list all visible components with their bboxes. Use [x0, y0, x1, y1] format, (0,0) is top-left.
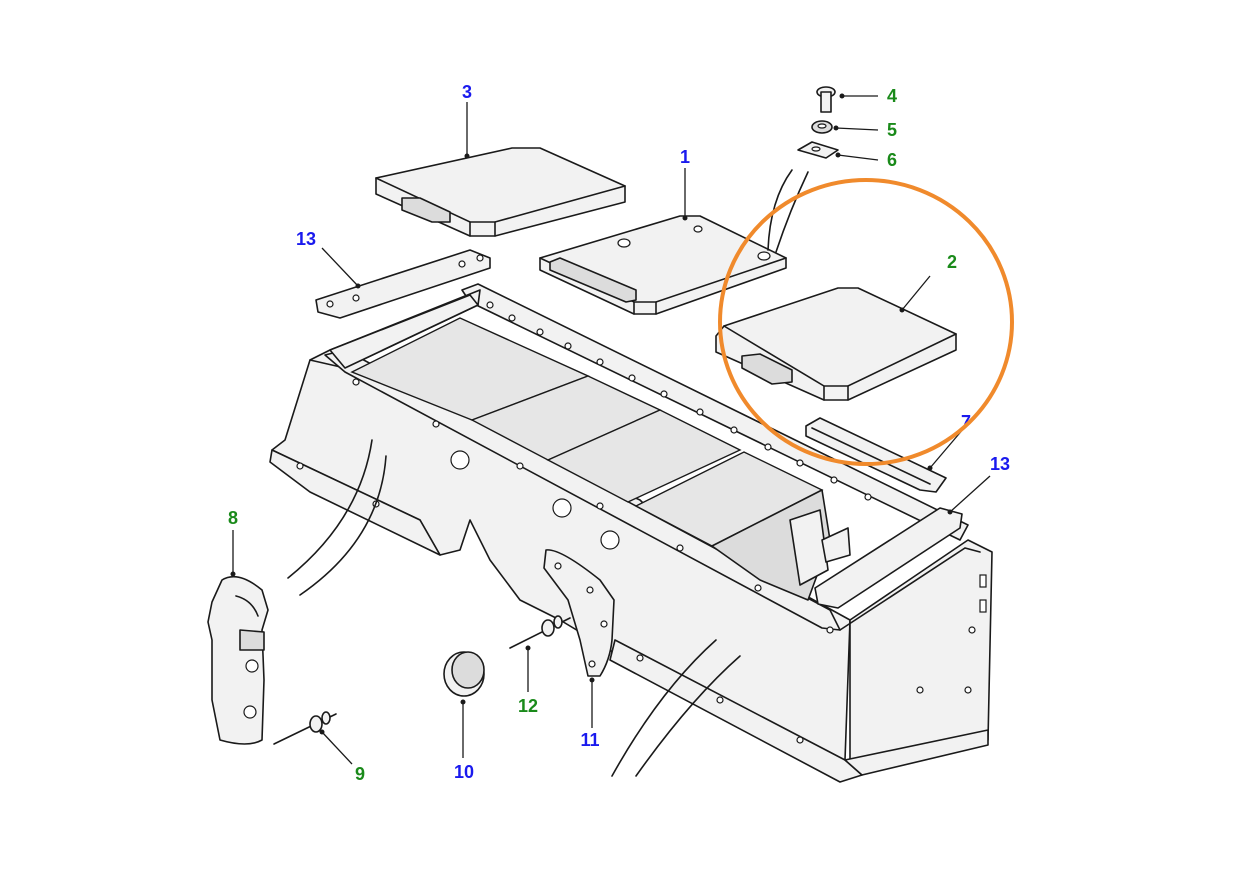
gusset-plate-11 — [543, 549, 615, 677]
pin-9 — [273, 711, 337, 745]
cover-plate-1 — [539, 215, 787, 315]
callout-9: 9 — [355, 764, 365, 784]
channel-7 — [805, 417, 947, 493]
leader-lines — [230, 93, 991, 765]
rail-bolt-holes — [296, 301, 976, 744]
strap-13-upper — [315, 249, 491, 319]
cover-plate-2 — [715, 287, 957, 401]
callout-5: 5 — [887, 120, 897, 140]
fastener-bolt-4 — [816, 86, 836, 113]
callout-3: 3 — [462, 82, 472, 102]
fastener-clip-6 — [797, 141, 839, 159]
callout-4: 4 — [887, 86, 897, 106]
callout-2: 2 — [947, 252, 957, 272]
highlight-circle — [718, 178, 1014, 466]
callout-11: 11 — [580, 730, 599, 750]
callout-labels: 1 2 3 4 5 6 7 8 9 10 11 12 13 13 — [228, 82, 1010, 784]
callout-13-upper: 13 — [296, 229, 316, 249]
callout-6: 6 — [887, 150, 897, 170]
plug-10 — [443, 651, 485, 697]
callout-12: 12 — [518, 696, 538, 716]
callout-8: 8 — [228, 508, 238, 528]
callout-7: 7 — [961, 412, 971, 432]
cover-plate-3 — [375, 147, 626, 237]
pin-12 — [509, 615, 571, 649]
callout-10: 10 — [454, 762, 474, 782]
fastener-washer-5 — [811, 120, 833, 134]
callout-13-lower: 13 — [990, 454, 1010, 474]
callout-1: 1 — [680, 147, 690, 167]
hinge-bracket-8 — [207, 575, 269, 745]
